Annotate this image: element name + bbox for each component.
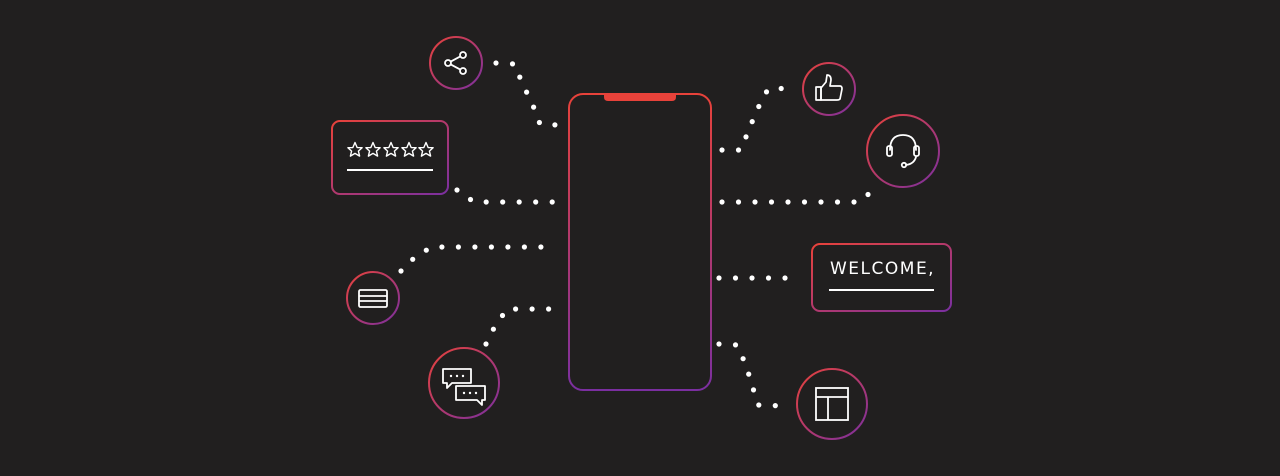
connector-dot [509, 61, 516, 67]
connector-dot [529, 306, 535, 312]
smartphone [568, 93, 712, 391]
credit-card-icon [358, 289, 388, 308]
connector-dot [801, 199, 808, 205]
connector-dot [732, 342, 739, 348]
rating-connector [454, 187, 555, 205]
connector-dot [531, 104, 537, 110]
connector-dot [483, 199, 489, 205]
connector-dot [549, 199, 555, 205]
welcome-card: WELCOME, [811, 243, 952, 312]
welcome-connector [716, 275, 788, 281]
connector-dot [778, 85, 784, 92]
connector-dot [719, 147, 725, 153]
layout-icon [815, 387, 849, 421]
connector-dot [505, 244, 511, 250]
support-badge [866, 114, 940, 188]
connector-dot [716, 341, 722, 347]
connector-dot [538, 244, 544, 250]
connector-dot [500, 199, 506, 205]
connector-dot [752, 199, 758, 205]
connector-dot [763, 89, 770, 95]
connector-dot [782, 275, 788, 281]
five-star-rating-icon [347, 141, 434, 157]
connector-dot [768, 199, 775, 205]
connector-dot [735, 147, 742, 153]
chat-typing-dots [449, 374, 478, 395]
connector-dot [756, 103, 762, 110]
connector-dot [398, 268, 404, 274]
connector-dot [410, 256, 416, 262]
support-connector [719, 191, 871, 205]
connector-dot [524, 89, 530, 95]
connector-dot [493, 60, 499, 66]
connector-dot [834, 199, 841, 205]
connector-dot [772, 403, 778, 409]
connector-dot [740, 356, 746, 362]
share-icon [444, 51, 467, 75]
connector-dot [552, 122, 558, 128]
connector-dot [490, 326, 496, 332]
phone-notch [604, 94, 676, 101]
share-badge [429, 36, 483, 90]
phone-frame [568, 93, 712, 391]
connector-dot [716, 275, 722, 281]
connector-dot [756, 402, 762, 408]
connector-dot [423, 247, 429, 253]
connector-dot [749, 119, 755, 125]
chat-bubbles-icon [442, 368, 486, 406]
connector-dot [467, 196, 474, 203]
layout-badge [796, 368, 868, 440]
connector-dot [516, 199, 522, 205]
connector-dot [521, 244, 528, 250]
connector-dot [517, 74, 523, 80]
connector-dot [746, 371, 752, 377]
connector-dot [765, 275, 772, 281]
like-connector [719, 85, 784, 153]
connector-dot [483, 341, 489, 347]
connector-dot [735, 199, 742, 205]
connector-dot [719, 199, 725, 205]
connector-dot [546, 306, 552, 312]
connector-dots [398, 60, 871, 409]
connector-dot [499, 312, 506, 319]
connector-dot [439, 244, 445, 250]
payment-badge [346, 271, 400, 325]
connector-dot [472, 244, 478, 250]
chat-connector [483, 306, 552, 347]
chat-badge [428, 347, 500, 419]
connector-dot [749, 275, 755, 281]
welcome-text: WELCOME, [830, 259, 935, 279]
connector-dot [455, 244, 461, 250]
connector-dot [488, 244, 494, 250]
connector-dot [533, 199, 539, 205]
headset-icon [886, 134, 920, 169]
card-connector [398, 244, 544, 274]
connector-dot [851, 199, 857, 205]
connector-dot [732, 275, 739, 281]
like-badge [802, 62, 856, 116]
layout-connector [716, 341, 778, 409]
rating-card [331, 120, 449, 195]
thumbs-up-icon [815, 74, 843, 101]
connector-dot [785, 199, 791, 205]
connector-dot [750, 387, 757, 393]
connector-dot [513, 306, 519, 312]
connector-dot [818, 199, 824, 205]
connector-dot [454, 187, 460, 193]
connector-dot [865, 191, 871, 198]
share-connector [493, 60, 558, 128]
connector-dot [536, 119, 543, 126]
connector-dot [743, 134, 749, 140]
